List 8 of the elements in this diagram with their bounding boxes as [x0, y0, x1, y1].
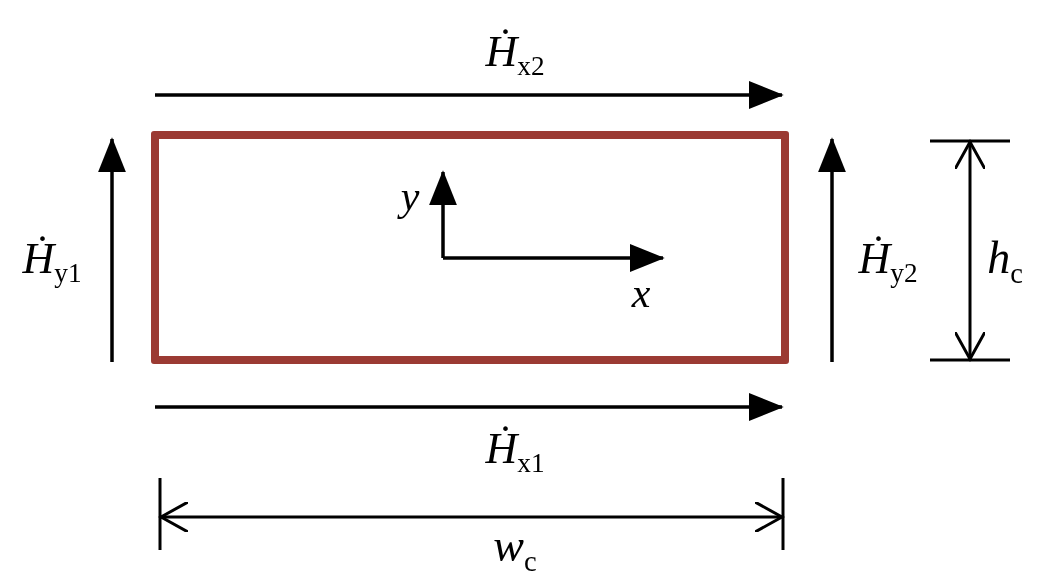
- flux-label: Ḣ$_{x1}$: [485, 426, 545, 478]
- axis-label: x: [631, 272, 651, 314]
- flux-label: Ḣ$_{y1}$: [22, 236, 82, 288]
- dimension-label: w$_{c}$: [493, 523, 537, 577]
- flux-label: Ḣ$_{y2}$: [858, 236, 918, 288]
- rectangle-outline: [151, 131, 789, 364]
- dimension-label: h$_{c}$: [987, 235, 1023, 289]
- flux-label: Ḣ$_{x2}$: [485, 29, 545, 81]
